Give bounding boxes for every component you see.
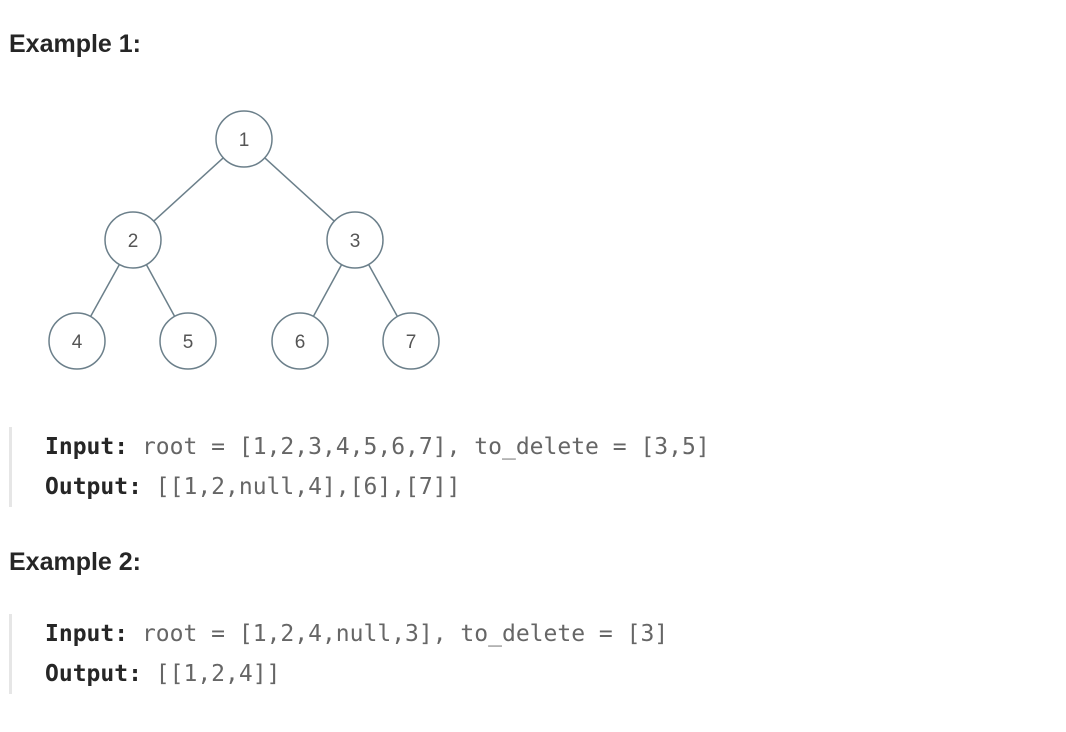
tree-edge [312, 264, 343, 317]
tree-node [326, 211, 384, 269]
tree-edge [153, 157, 224, 222]
tree-node [382, 312, 440, 370]
input-value: root = [1,2,3,4,5,6,7], to_delete = [3,5… [128, 434, 710, 460]
example-1-code-block: Input: root = [1,2,3,4,5,6,7], to_delete… [9, 427, 710, 507]
output-value: [[1,2,null,4],[6],[7]] [141, 474, 461, 500]
tree-edge [367, 264, 399, 317]
tree-node-label: 4 [72, 332, 83, 353]
tree-node-label: 2 [128, 231, 139, 252]
example-2-code-block: Input: root = [1,2,4,null,3], to_delete … [9, 614, 668, 694]
tree-edge [145, 264, 176, 317]
output-label: Output: [45, 661, 142, 687]
tree-node [104, 211, 162, 269]
tree-node-label: 5 [183, 332, 194, 353]
tree-node [48, 312, 106, 370]
tree-node [159, 312, 217, 370]
tree-node-label: 3 [350, 231, 361, 252]
tree-node [215, 110, 273, 168]
tree-edge [89, 264, 121, 317]
input-label: Input: [45, 621, 129, 647]
tree-node-label: 7 [406, 332, 417, 353]
output-label: Output: [45, 474, 142, 500]
example-1-heading: Example 1: [9, 30, 142, 58]
tree-node-label: 1 [239, 130, 250, 151]
tree-edge [264, 157, 335, 222]
tree-node [271, 312, 329, 370]
tree-node-label: 6 [295, 332, 306, 353]
input-label: Input: [45, 434, 129, 460]
input-value: root = [1,2,4,null,3], to_delete = [3] [128, 621, 669, 647]
example-2-heading: Example 2: [9, 548, 142, 576]
output-value: [[1,2,4]] [141, 661, 281, 687]
binary-tree-diagram: 1 2 3 4 5 6 7 [48, 110, 440, 370]
